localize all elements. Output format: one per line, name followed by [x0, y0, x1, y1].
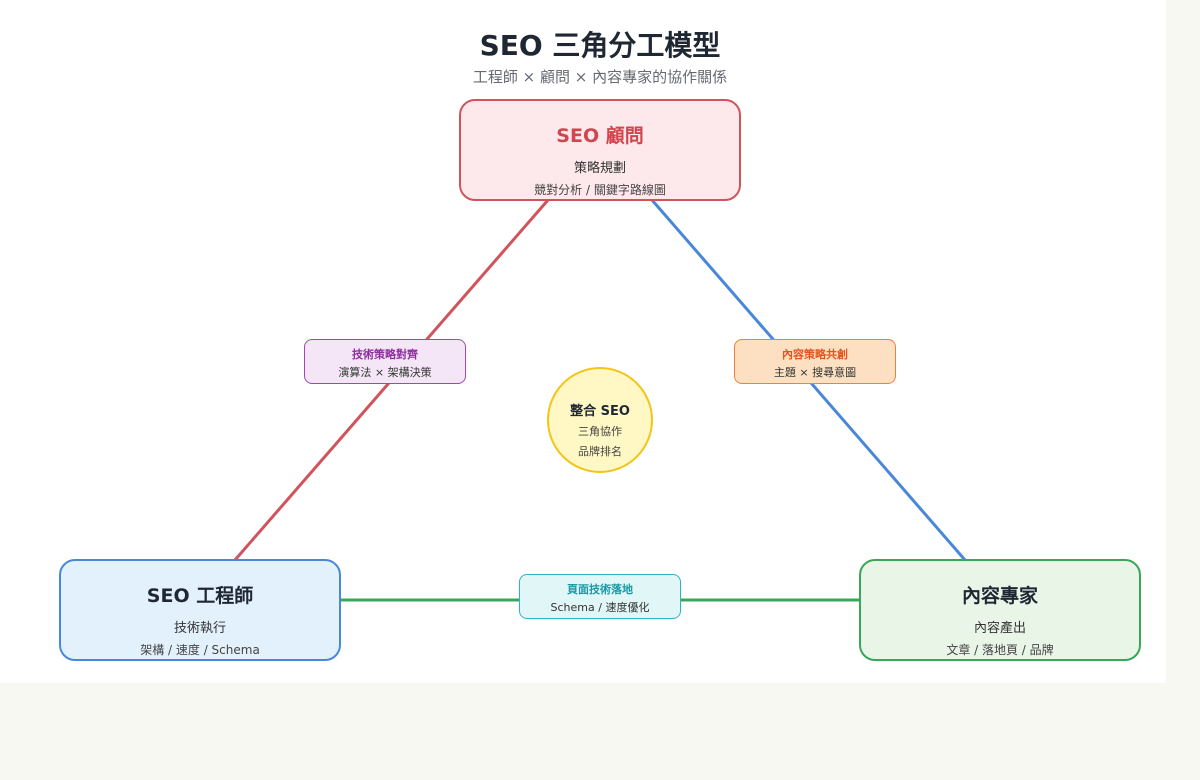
center-line-2: 品牌排名	[578, 445, 622, 458]
node-subtitle: 技術執行	[173, 621, 226, 636]
link-label-strategy-alignment: 技術策略對齊 演算法 × 架構決策	[304, 339, 466, 384]
center-line-1: 三角協作	[578, 425, 622, 438]
link-label-detail: Schema / 速度優化	[550, 601, 650, 614]
link-label-title: 內容策略共創	[782, 348, 848, 361]
link-label-page-tech: 頁面技術落地 Schema / 速度優化	[519, 574, 681, 619]
node-content-expert: 內容專家 內容產出 文章 / 落地頁 / 品牌	[859, 559, 1141, 661]
node-detail: 架構 / 速度 / Schema	[140, 643, 260, 657]
link-label-content-strategy: 內容策略共創 主題 × 搜尋意圖	[734, 339, 896, 384]
node-subtitle: 內容產出	[973, 621, 1026, 636]
link-label-detail: 演算法 × 架構決策	[338, 366, 432, 379]
node-title: SEO 工程師	[146, 585, 254, 607]
node-title: 內容專家	[961, 585, 1038, 607]
link-label-detail: 主題 × 搜尋意圖	[773, 366, 857, 379]
center-integrated-seo: 整合 SEO 三角協作 品牌排名	[547, 367, 653, 473]
center-title: 整合 SEO	[570, 404, 630, 419]
node-detail: 競對分析 / 關鍵字路線圖	[534, 183, 666, 197]
node-seo-consultant: SEO 顧問 策略規劃 競對分析 / 關鍵字路線圖	[459, 99, 741, 201]
page-title: SEO 三角分工模型	[479, 29, 721, 62]
node-seo-engineer: SEO 工程師 技術執行 架構 / 速度 / Schema	[59, 559, 341, 661]
link-label-title: 技術策略對齊	[352, 348, 418, 361]
node-title: SEO 顧問	[556, 125, 644, 147]
page-subtitle: 工程師 × 顧問 × 內容專家的協作關係	[472, 68, 728, 86]
link-label-title: 頁面技術落地	[567, 583, 633, 596]
node-subtitle: 策略規劃	[573, 161, 626, 176]
node-detail: 文章 / 落地頁 / 品牌	[946, 643, 1054, 657]
